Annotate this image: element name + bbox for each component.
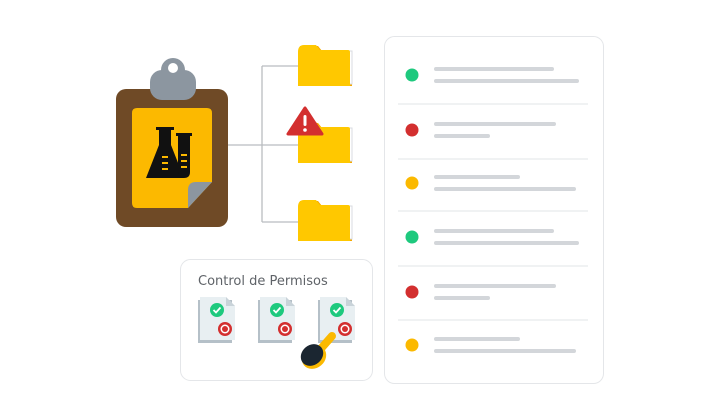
- warning-icon: [286, 106, 324, 136]
- status-dot-green: [405, 68, 419, 82]
- status-list-panel: [384, 36, 604, 384]
- connector-lines: [226, 65, 300, 223]
- approved-document-icon: [318, 297, 355, 343]
- status-list: [398, 67, 588, 353]
- list-item: [405, 175, 576, 191]
- folder-icon: [298, 200, 353, 241]
- text-placeholder-line: [434, 175, 520, 179]
- text-placeholder-line: [434, 284, 556, 288]
- text-placeholder-line: [434, 241, 579, 245]
- text-placeholder-line: [434, 122, 556, 126]
- status-dot-red: [405, 285, 419, 299]
- stamp-icon: [300, 332, 336, 369]
- approved-document-icon: [198, 297, 235, 343]
- text-placeholder-line: [434, 187, 576, 191]
- text-placeholder-line: [434, 337, 520, 341]
- text-placeholder-line: [434, 229, 554, 233]
- permissions-card-title: Control de Permisos: [198, 274, 328, 289]
- status-dot-green: [405, 230, 419, 244]
- lab-flask-icon: [146, 127, 192, 178]
- list-item: [405, 284, 556, 300]
- text-placeholder-line: [434, 79, 579, 83]
- approved-document-icon: [258, 297, 295, 343]
- text-placeholder-line: [434, 296, 490, 300]
- permission-documents: [198, 297, 355, 343]
- text-placeholder-line: [434, 134, 490, 138]
- text-placeholder-line: [434, 349, 576, 353]
- list-item: [405, 67, 579, 83]
- list-item: [405, 122, 556, 138]
- list-item: [405, 337, 576, 353]
- clipboard-icon: [116, 58, 228, 227]
- status-dot-amber: [405, 176, 419, 190]
- status-dot-red: [405, 123, 419, 137]
- status-dot-amber: [405, 338, 419, 352]
- folder-icon: [298, 45, 353, 86]
- text-placeholder-line: [434, 67, 554, 71]
- list-item: [405, 229, 579, 245]
